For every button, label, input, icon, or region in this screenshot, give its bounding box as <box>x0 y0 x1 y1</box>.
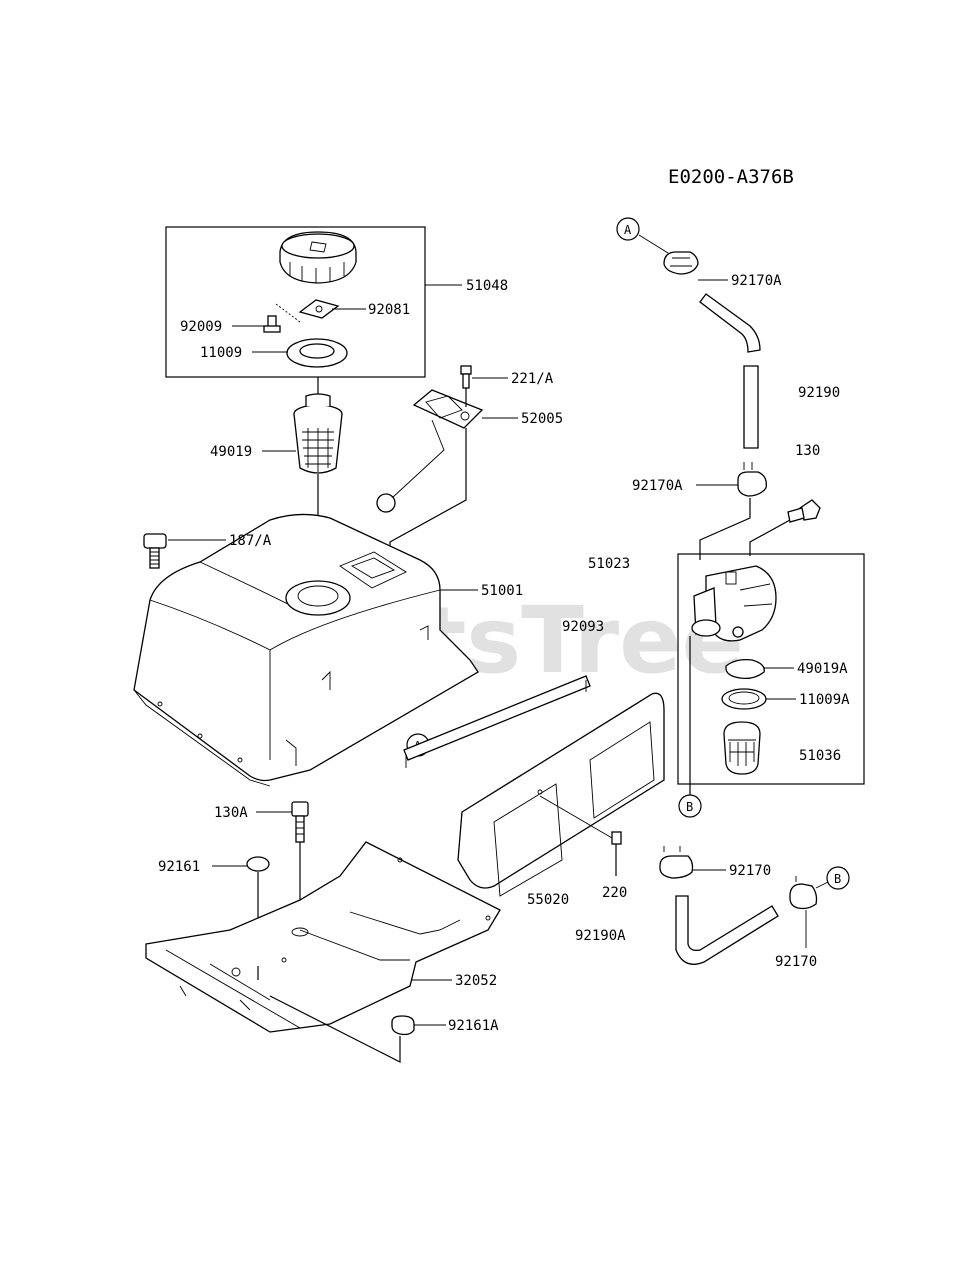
label-130A[interactable]: 130A <box>214 805 248 821</box>
label-92190[interactable]: 92190 <box>798 385 840 401</box>
fuel-strainer-49019[interactable] <box>293 393 343 474</box>
label-92170A-mid[interactable]: 92170A <box>632 478 683 494</box>
label-92170-a[interactable]: 92170 <box>729 863 771 879</box>
label-92190A[interactable]: 92190A <box>575 928 626 944</box>
label-187A[interactable]: 187/A <box>229 533 272 549</box>
fuel-gauge-52005[interactable] <box>376 389 484 513</box>
label-221A[interactable]: 221/A <box>511 371 554 387</box>
label-220[interactable]: 220 <box>602 885 627 901</box>
label-51036[interactable]: 51036 <box>799 748 841 764</box>
label-130[interactable]: 130 <box>795 443 820 459</box>
svg-text:B: B <box>686 800 693 814</box>
callout-b-right: B <box>826 866 850 890</box>
label-92009[interactable]: 92009 <box>180 319 222 335</box>
label-11009[interactable]: 11009 <box>200 345 242 361</box>
callout-a-top: A <box>616 217 640 241</box>
label-11009A[interactable]: 11009A <box>799 692 850 708</box>
bracket-92093[interactable] <box>403 675 591 768</box>
seal-49019A[interactable] <box>725 658 765 680</box>
label-49019[interactable]: 49019 <box>210 444 252 460</box>
svg-text:B: B <box>834 872 841 886</box>
label-92161[interactable]: 92161 <box>158 859 200 875</box>
bolt-130[interactable] <box>787 499 821 523</box>
callout-b-left: B <box>678 794 702 818</box>
label-55020[interactable]: 55020 <box>527 892 569 908</box>
hose-clamp-92170A-top[interactable] <box>663 251 699 275</box>
hose-clamp-92170A-mid[interactable] <box>737 462 767 497</box>
fuel-cock-51023[interactable] <box>691 565 777 642</box>
leader-lines <box>168 279 807 1026</box>
fuel-hose-92190[interactable] <box>699 293 761 449</box>
svg-text:A: A <box>624 223 632 237</box>
hose-clamp-92170-a[interactable] <box>659 846 694 879</box>
label-92093[interactable]: 92093 <box>562 619 604 635</box>
plug-92161A[interactable] <box>391 1015 415 1036</box>
screw-92009[interactable] <box>263 303 301 333</box>
fuel-cock-box <box>677 553 865 785</box>
fuel-tank-51001[interactable] <box>133 513 479 787</box>
tank-cover-55020[interactable] <box>457 692 665 897</box>
label-92170-b[interactable]: 92170 <box>775 954 817 970</box>
o-ring-11009A[interactable] <box>721 688 767 710</box>
label-92081[interactable]: 92081 <box>368 302 410 318</box>
cap-assembly-box <box>165 226 426 378</box>
hose-clamp-92170-b[interactable] <box>789 876 818 910</box>
label-32052[interactable]: 32052 <box>455 973 497 989</box>
label-92170A-top[interactable]: 92170A <box>731 273 782 289</box>
screw-221A[interactable] <box>460 365 472 389</box>
label-52005[interactable]: 52005 <box>521 411 563 427</box>
fuel-cap[interactable] <box>279 231 357 284</box>
seal-ring-11009[interactable] <box>286 338 348 368</box>
sediment-cup-51036[interactable] <box>723 721 761 775</box>
part-labels: 51048 92081 92009 11009 49019 221/A 5200… <box>158 273 850 1034</box>
fuel-hose-92190A[interactable] <box>675 895 779 965</box>
cap-gasket-92081[interactable] <box>298 299 340 319</box>
diagram-code: E0200-A376B <box>668 166 794 188</box>
label-51048[interactable]: 51048 <box>466 278 508 294</box>
bolt-187A[interactable] <box>143 533 167 569</box>
label-92161A[interactable]: 92161A <box>448 1018 499 1034</box>
label-49019A[interactable]: 49019A <box>797 661 848 677</box>
label-51001[interactable]: 51001 <box>481 583 523 599</box>
label-51023[interactable]: 51023 <box>588 556 630 572</box>
base-plate-32052[interactable] <box>145 841 501 1033</box>
screw-220[interactable] <box>611 831 622 876</box>
